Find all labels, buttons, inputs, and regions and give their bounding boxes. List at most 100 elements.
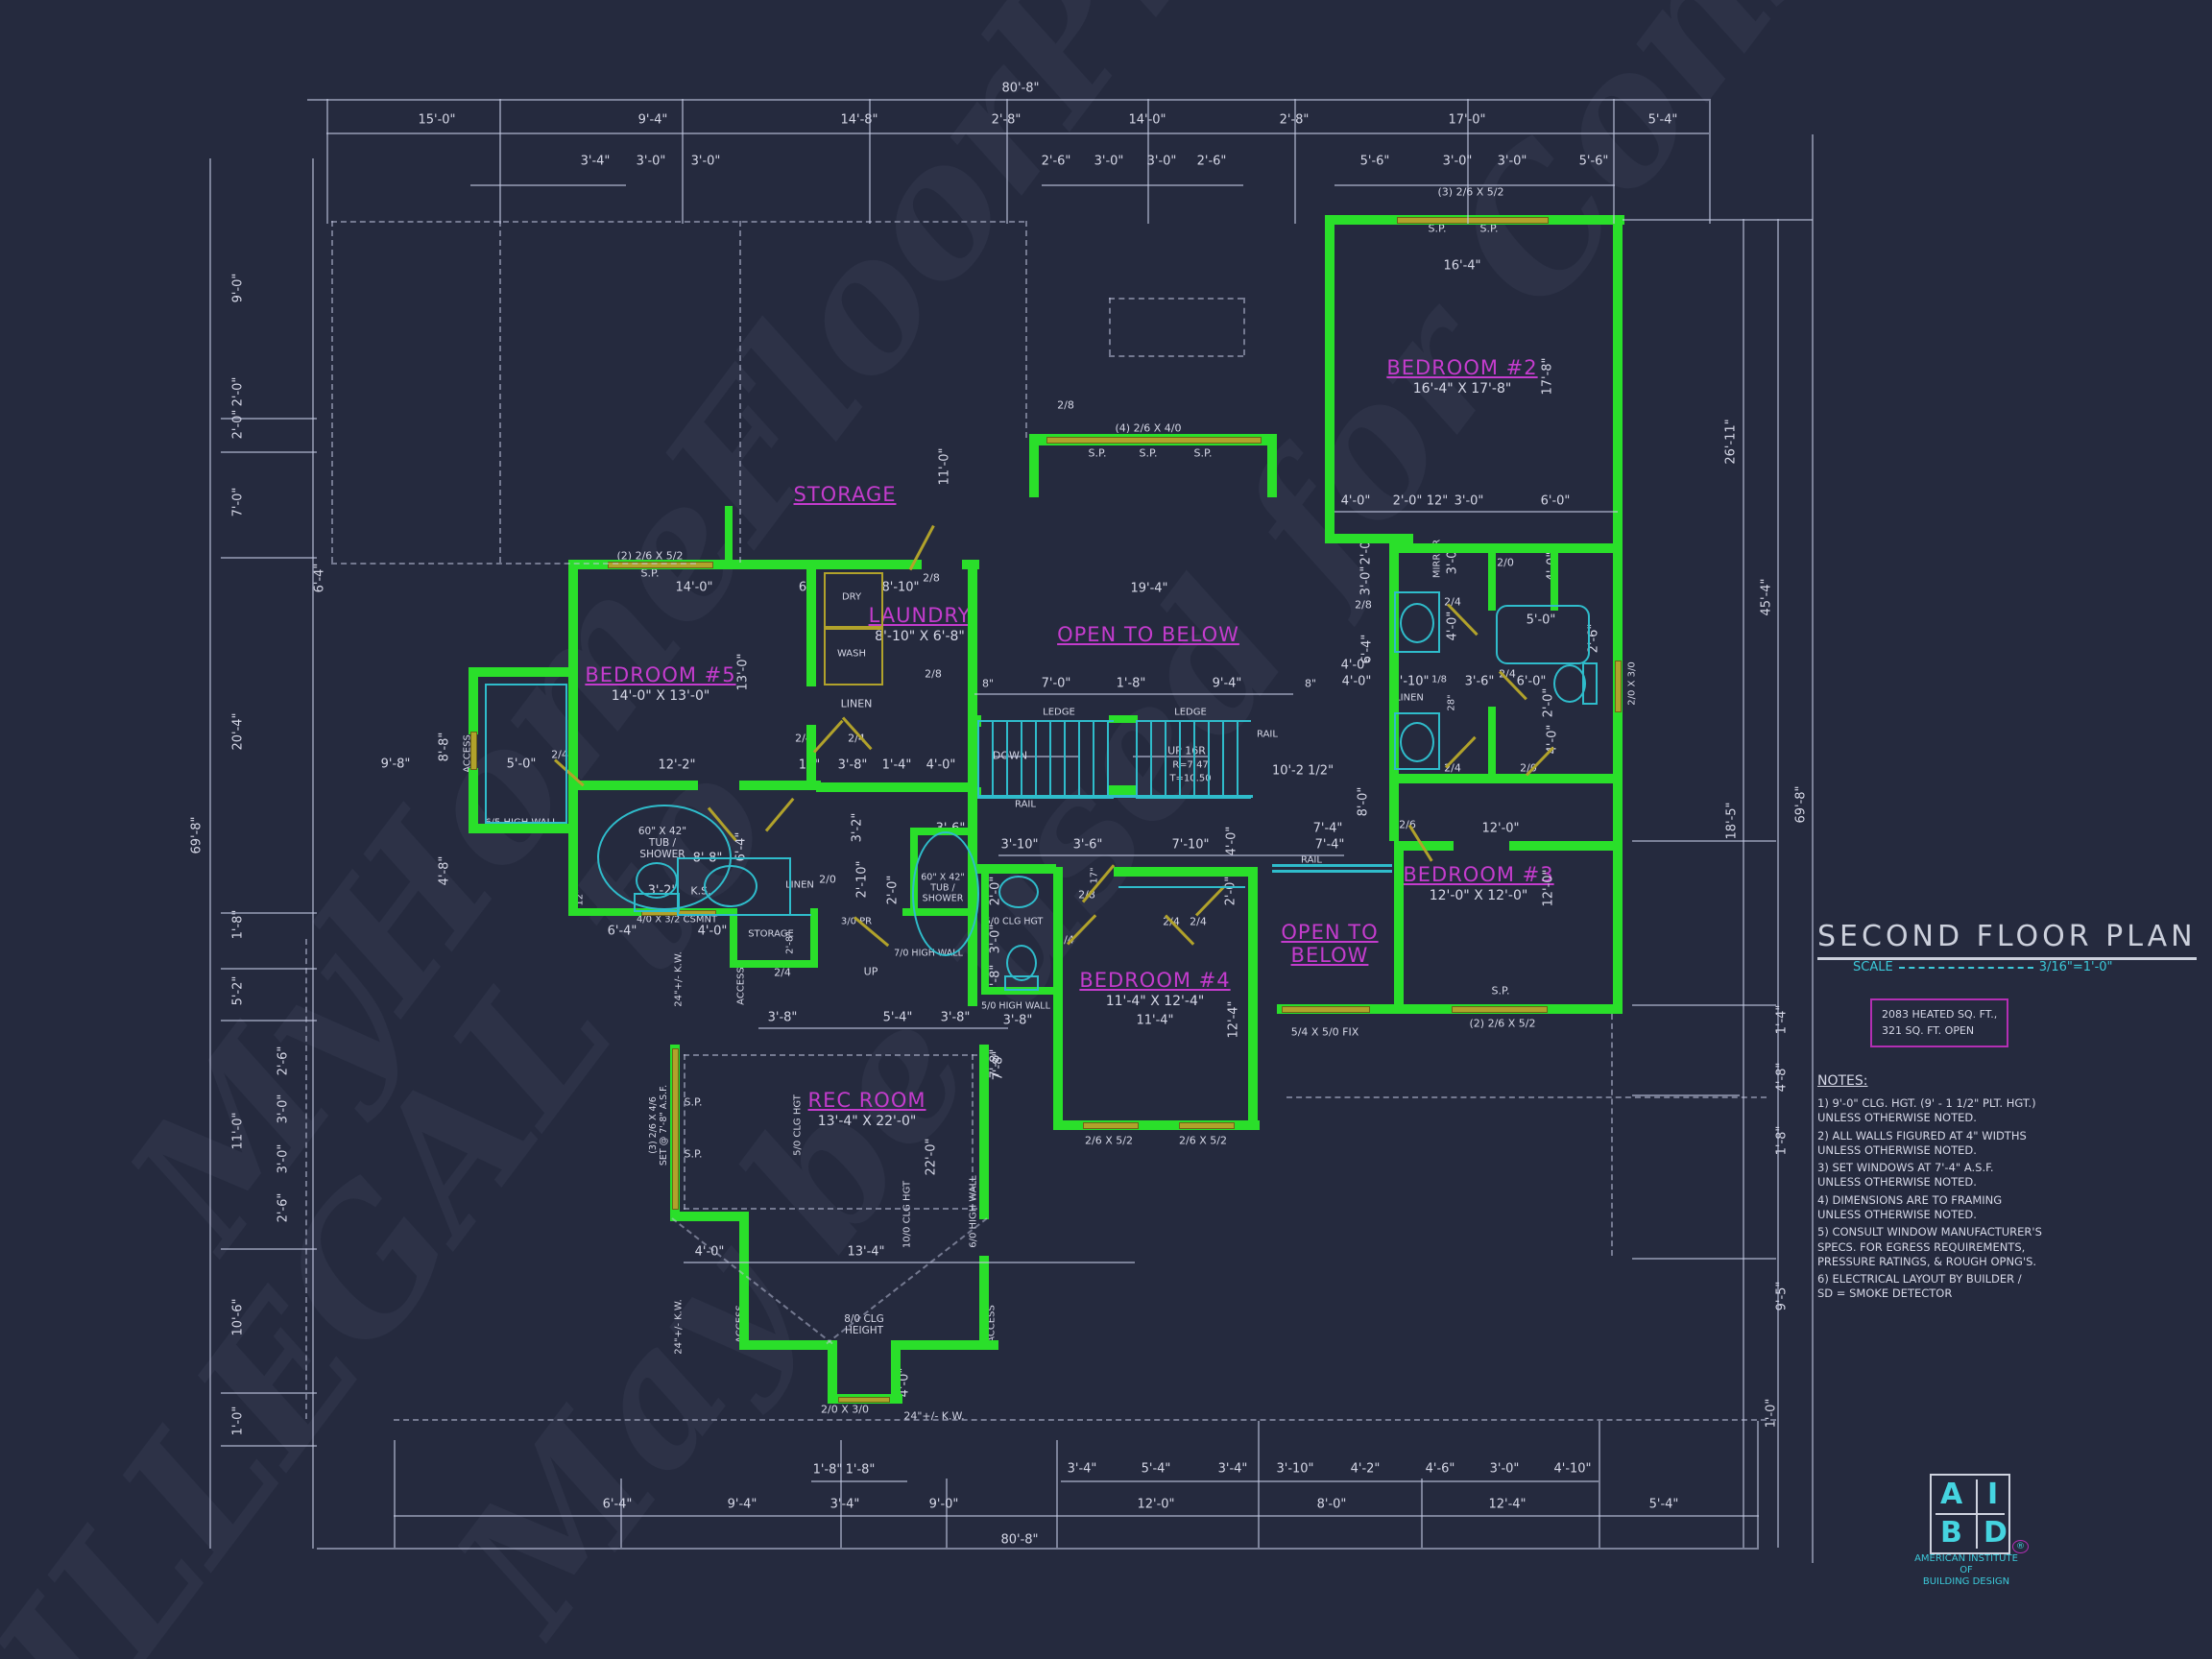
rail-line bbox=[1272, 870, 1392, 873]
notes-list: 1) 9'-0" CLG. HGT. (9' - 1 1/2" PLT. HGT… bbox=[1817, 1096, 2067, 1305]
dim-label: 2/0 X 3/0 bbox=[1626, 661, 1638, 706]
dim-label: 9'-8" bbox=[380, 757, 411, 772]
dim-line bbox=[840, 1440, 842, 1548]
dim-label: 1'-8" bbox=[1116, 676, 1146, 691]
dim-line bbox=[1623, 219, 1813, 221]
dim-line bbox=[998, 854, 1344, 856]
dim-label: 18'-5" bbox=[1724, 802, 1740, 840]
window-marker bbox=[1615, 661, 1622, 712]
dim-label: RAIL bbox=[1257, 729, 1278, 740]
dim-label: 20'-4" bbox=[230, 712, 246, 751]
roof-dash-line bbox=[1109, 298, 1111, 355]
dim-label: 5'-6" bbox=[1578, 154, 1609, 169]
logo-caption: AMERICAN INSTITUTE OF BUILDING DESIGN bbox=[1907, 1553, 2026, 1588]
dim-label: 2'-6" bbox=[1196, 154, 1227, 169]
door-swing bbox=[764, 797, 795, 832]
dim-label: 3'-6" bbox=[1072, 837, 1103, 853]
dim-line bbox=[317, 1548, 1759, 1550]
dim-label: 3'-8" bbox=[837, 757, 868, 773]
dim-label: 8'-0" bbox=[1356, 786, 1371, 817]
dim-label: 14'-8" bbox=[840, 112, 878, 128]
wall-segment bbox=[730, 960, 818, 968]
scale-label: SCALE bbox=[1853, 960, 1893, 974]
toilet-bowl bbox=[1553, 664, 1586, 703]
dim-label: 3'-0" bbox=[276, 1094, 291, 1124]
wall-segment bbox=[739, 1340, 837, 1350]
dim-label: (2) 2/6 X 5/2 bbox=[616, 549, 684, 563]
toilet-tank bbox=[1582, 662, 1598, 705]
registered-trademark-icon: ® bbox=[2012, 1540, 2029, 1553]
dim-label: 12" bbox=[1426, 493, 1449, 509]
dim-label: 69'-8" bbox=[189, 816, 204, 854]
note-item: 1) 9'-0" CLG. HGT. (9' - 1 1/2" PLT. HGT… bbox=[1817, 1096, 2036, 1125]
window-marker bbox=[672, 1048, 679, 1210]
dim-line bbox=[326, 99, 328, 224]
dim-label: 3'-0" bbox=[276, 1143, 291, 1174]
dim-label: LEDGE bbox=[1174, 707, 1207, 718]
dim-line bbox=[1812, 134, 1814, 1563]
room-size: 14'-0" X 13'-0" bbox=[611, 688, 710, 704]
logo-letter-a: A bbox=[1940, 1478, 1963, 1511]
dim-line bbox=[1467, 99, 1469, 224]
wall-segment bbox=[1053, 867, 1063, 1130]
dim-label: 4/0 X 3/2 CSMNT bbox=[636, 914, 718, 926]
logo-divider-horizontal bbox=[1936, 1513, 2005, 1515]
dim-label: 8" bbox=[1304, 677, 1317, 690]
dim-line bbox=[1042, 184, 1243, 186]
wall-segment bbox=[891, 1340, 998, 1350]
dim-label: 3'-2" bbox=[850, 812, 865, 843]
note-item: 6) ELECTRICAL LAYOUT BY BUILDER / SD = S… bbox=[1817, 1272, 2022, 1301]
logo-letter-b: B bbox=[1940, 1516, 1962, 1550]
dim-label: 12'-2" bbox=[658, 757, 696, 773]
dim-label: 2'-6" bbox=[276, 1192, 291, 1223]
wall-segment bbox=[1509, 841, 1623, 851]
dim-line bbox=[946, 1479, 948, 1548]
room-label: OPEN TO BELOW bbox=[1057, 623, 1239, 646]
dim-line bbox=[470, 184, 626, 186]
dim-label: 3'-0" bbox=[1454, 493, 1484, 509]
room-name: OPEN TO BELOW bbox=[1057, 623, 1239, 646]
dim-label: 1'-4" bbox=[881, 757, 912, 773]
dim-line bbox=[307, 99, 1709, 101]
dim-line bbox=[1757, 1421, 1759, 1548]
dim-label: LINEN bbox=[840, 697, 873, 710]
wall-segment bbox=[891, 1340, 901, 1402]
dim-label: 5'-4" bbox=[882, 1010, 913, 1025]
dim-label: 2/8 bbox=[1057, 398, 1074, 412]
toilet-tank bbox=[634, 893, 680, 912]
wall-segment bbox=[1551, 543, 1558, 611]
closet-shelving bbox=[485, 684, 567, 824]
dim-label: 45'-4" bbox=[1759, 578, 1774, 616]
dim-label: S.P. bbox=[640, 566, 660, 580]
dim-label: 12'-0" bbox=[1481, 821, 1520, 836]
vanity-counter bbox=[1394, 712, 1440, 770]
dim-label: 5/4 X 5/0 FIX bbox=[1290, 1025, 1359, 1039]
dim-label: 3'-0" bbox=[690, 154, 721, 169]
window-marker bbox=[608, 562, 713, 568]
toilet-bowl bbox=[636, 862, 678, 899]
dim-label: 3'-0" bbox=[1358, 565, 1374, 596]
dim-label: 4'-2" bbox=[1350, 1461, 1381, 1477]
roof-dash-line bbox=[1109, 298, 1243, 300]
dim-label: 9'-0" bbox=[230, 273, 246, 303]
dim-label: 8/0 CLG HEIGHT bbox=[844, 1313, 884, 1336]
dim-label: LINEN bbox=[1395, 692, 1424, 704]
roof-dash-line bbox=[1243, 298, 1245, 355]
dim-label: 5'-4" bbox=[1647, 112, 1678, 128]
dim-label: RAIL bbox=[1015, 799, 1036, 810]
tub-shower bbox=[912, 831, 979, 956]
wall-segment bbox=[979, 1045, 989, 1219]
wall-segment bbox=[962, 560, 979, 569]
dim-label: 3'-8" bbox=[767, 1010, 798, 1025]
page-title: SECOND FLOOR PLAN bbox=[1817, 920, 2197, 960]
wall-segment bbox=[1325, 215, 1334, 543]
door-swing bbox=[908, 524, 935, 571]
wall-segment bbox=[1109, 785, 1138, 795]
roof-dash-line bbox=[1025, 221, 1027, 438]
dim-label: 5/0 HIGH WALL bbox=[981, 1000, 1050, 1012]
dim-label: 3'-0" bbox=[1442, 154, 1473, 169]
scale-line: SCALE 3/16"=1'-0" bbox=[1853, 960, 2113, 974]
dim-label: 12'-4" bbox=[1226, 1000, 1241, 1039]
dim-label: 2'-0" bbox=[1541, 687, 1556, 718]
dim-label: S.P. bbox=[684, 1147, 703, 1161]
